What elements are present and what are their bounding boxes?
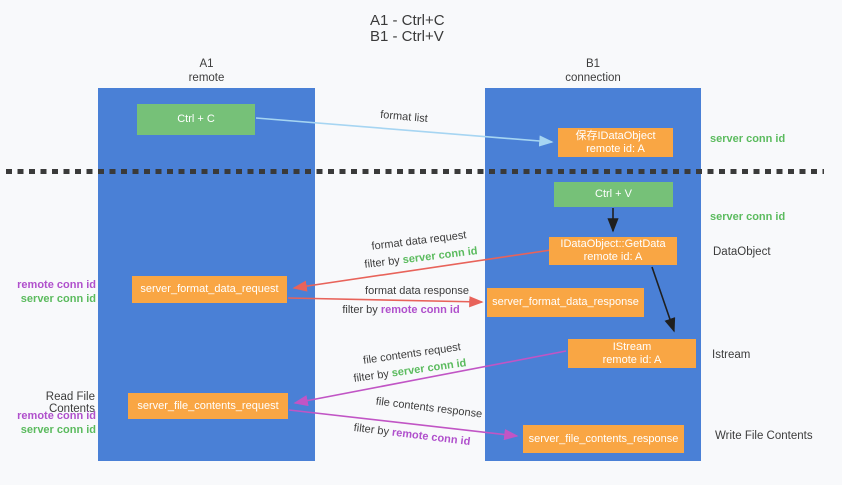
lane-a-subtitle: remote (188, 72, 225, 84)
label-format-list: format list (379, 108, 429, 126)
format-data-response-arrow (287, 296, 484, 308)
node-save-idataobject-line2: remote id: A (586, 142, 645, 155)
label-server-conn-id-left-1: server conn id (20, 293, 96, 305)
node-format-response-label: server_format_data_response (492, 296, 639, 308)
title-line-2: B1 - Ctrl+V (370, 28, 444, 45)
label-write-file-contents: Write File Contents (715, 430, 813, 442)
label-left-file-conn-ids: remote conn id server conn id (10, 409, 96, 437)
node-format-request-label: server_format_data_request (140, 283, 279, 295)
filter-prefix-2: filter by (342, 304, 381, 316)
label-remote-conn-id-1: remote conn id (17, 279, 96, 291)
filter-prefix-4: filter by (353, 421, 393, 439)
filter-highlight-1: server conn id (402, 245, 479, 267)
lane-b-subtitle: connection (565, 72, 621, 84)
label-read-file-contents: Read File Contents (45, 391, 95, 415)
node-ctrl-v: Ctrl + V (554, 182, 673, 207)
node-ctrl-v-label: Ctrl + V (595, 188, 632, 200)
node-istream-line2: remote id: A (602, 353, 662, 366)
label-istream: Istream (712, 349, 751, 361)
label-server-conn-id-top: server conn id (710, 133, 786, 145)
lane-a-header: A1 remote (98, 57, 315, 85)
node-server-format-data-response: server_format_data_response (487, 288, 644, 317)
node-istream-line1: IStream (612, 340, 652, 353)
node-server-file-contents-response: server_file_contents_response (523, 425, 684, 453)
label-format-data-response: format data response (365, 285, 469, 297)
diagram-title: A1 - Ctrl+C B1 - Ctrl+V (370, 13, 445, 45)
node-server-format-data-request: server_format_data_request (132, 276, 287, 303)
filter-prefix-1: filter by (363, 254, 404, 271)
node-save-idataobject: 保存IDataObject remote id: A (558, 128, 673, 157)
label-remote-conn-id-2: remote conn id (17, 410, 96, 422)
label-server-conn-id-mid: server conn id (710, 211, 786, 223)
label-left-format-conn-ids: remote conn id server conn id (10, 278, 96, 306)
node-save-idataobject-line1: 保存IDataObject (575, 129, 656, 142)
node-file-request-label: server_file_contents_request (137, 399, 279, 412)
node-file-response-label: server_file_contents_response (528, 432, 679, 445)
lane-a-name: A1 (199, 58, 214, 70)
node-idataobject-getdata: IDataObject::GetData remote id: A (549, 237, 677, 265)
filter-highlight-4: remote conn id (391, 426, 471, 449)
node-ctrl-c-label: Ctrl + C (177, 113, 215, 125)
session-divider-dotted-line (6, 169, 824, 174)
lane-b-name: B1 (585, 58, 601, 70)
title-line-1: A1 - Ctrl+C (370, 12, 445, 29)
node-server-file-contents-request: server_file_contents_request (128, 393, 288, 419)
node-istream: IStream remote id: A (568, 339, 696, 368)
label-filter-by-remote-conn-id-2: filter by remote conn id (353, 422, 471, 448)
filter-highlight-2: remote conn id (380, 304, 460, 316)
label-file-contents-response: file contents response (375, 395, 483, 421)
label-server-conn-id-left-2: server conn id (20, 424, 96, 436)
node-getdata-line2: remote id: A (583, 251, 643, 263)
node-ctrl-c: Ctrl + C (137, 104, 255, 135)
label-dataobject: DataObject (713, 246, 771, 258)
node-getdata-line1: IDataObject::GetData (560, 238, 666, 250)
label-filter-by-remote-conn-id-1: filter by remote conn id (342, 304, 459, 316)
lane-b-header: B1 connection (485, 57, 701, 85)
filter-prefix-3: filter by (352, 367, 393, 385)
